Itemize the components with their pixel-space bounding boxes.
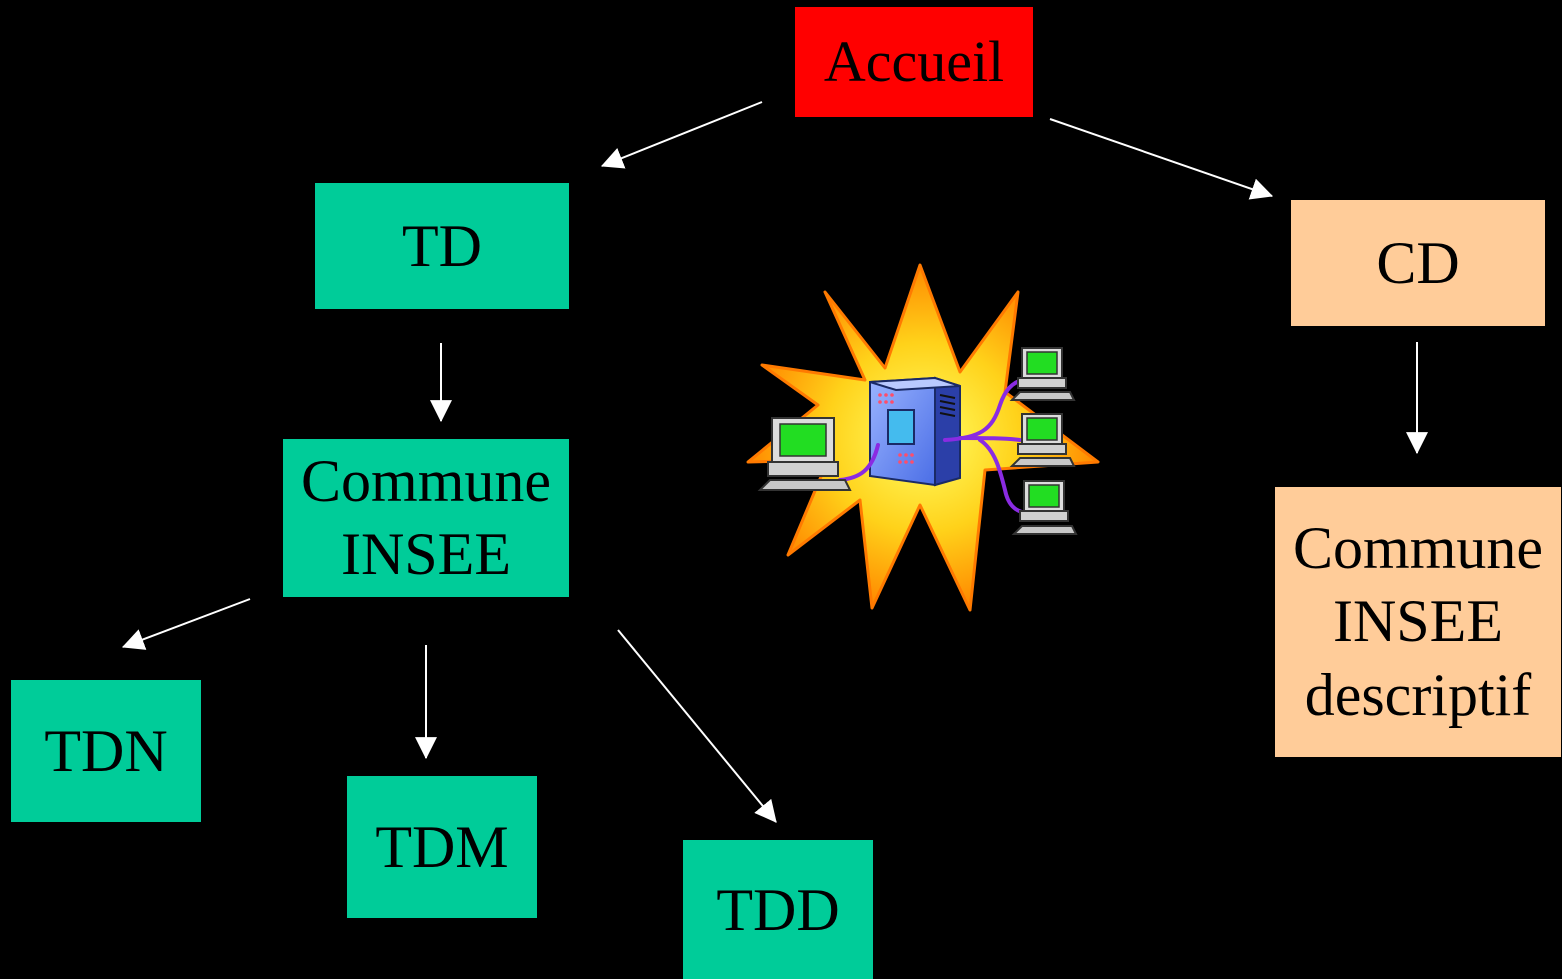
node-commune-insee-descriptif: Commune INSEE descriptif bbox=[1275, 487, 1561, 757]
node-commune-insee-line1: Commune bbox=[301, 447, 551, 514]
node-commune-insee-line2: INSEE bbox=[341, 521, 511, 587]
node-cd-label: CD bbox=[1376, 230, 1460, 296]
server-icon bbox=[869, 376, 961, 487]
node-cd: CD bbox=[1291, 200, 1545, 326]
node-tdd-label: TDD bbox=[716, 876, 840, 943]
arrow-accueil-td bbox=[600, 101, 763, 169]
node-commune-insee-descriptif-line2: INSEE bbox=[1333, 588, 1503, 655]
node-tdn: TDN bbox=[11, 680, 201, 822]
node-tdn-label: TDN bbox=[44, 718, 168, 784]
node-commune-insee: Commune INSEE bbox=[283, 439, 569, 597]
node-accueil: Accueil bbox=[795, 7, 1033, 117]
computer-icon bbox=[1009, 347, 1076, 401]
node-td-label: TD bbox=[402, 213, 482, 279]
node-tdm: TDM bbox=[347, 776, 537, 918]
network-cables bbox=[838, 378, 1024, 514]
node-tdd: TDD bbox=[683, 840, 873, 979]
node-tdm-label: TDM bbox=[375, 814, 509, 880]
computer-icon bbox=[1009, 413, 1076, 467]
computer-icon bbox=[1011, 480, 1078, 535]
arrow-accueil-cd bbox=[1049, 118, 1274, 200]
node-accueil-label: Accueil bbox=[823, 29, 1005, 95]
node-td: TD bbox=[315, 183, 569, 309]
node-commune-insee-descriptif-line3: descriptif bbox=[1304, 661, 1532, 728]
computer-icon bbox=[757, 417, 852, 491]
arrow-commune-tdd bbox=[617, 629, 777, 823]
node-commune-insee-descriptif-line1: Commune bbox=[1293, 515, 1543, 582]
arrow-commune-tdn bbox=[121, 598, 251, 650]
